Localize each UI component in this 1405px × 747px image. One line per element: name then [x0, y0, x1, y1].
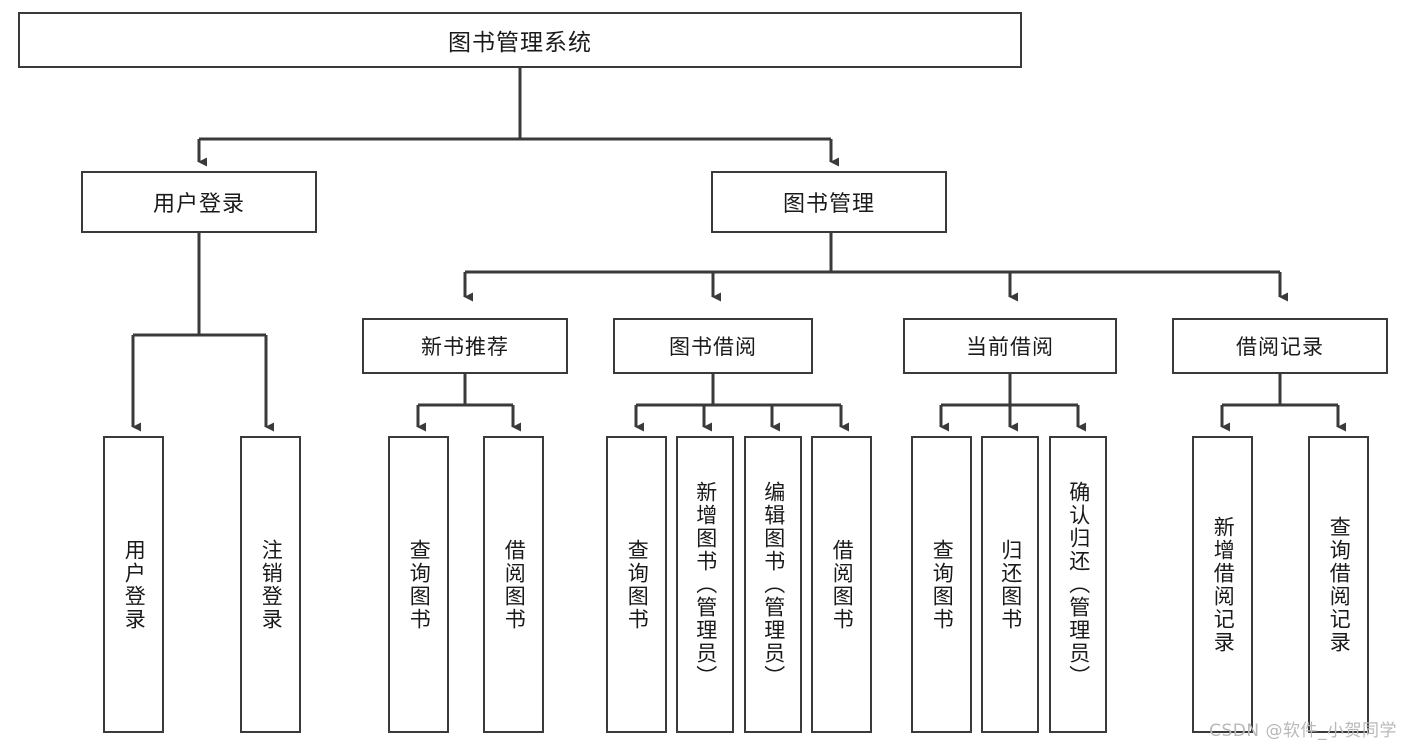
node-current-borrow[interactable]: 当前借阅	[903, 318, 1117, 374]
node-new-book-recommend-label: 新书推荐	[421, 335, 509, 359]
node-leaf-add-record-label: 新增借阅记录	[1211, 515, 1236, 654]
node-book-borrow[interactable]: 图书借阅	[613, 318, 813, 374]
node-current-borrow-label: 当前借阅	[966, 335, 1054, 359]
node-leaf-borrow-book-2-label: 借阅图书	[830, 538, 855, 631]
node-leaf-query-book-2[interactable]: 查询图书	[606, 436, 667, 733]
node-leaf-query-record-label: 查询借阅记录	[1327, 515, 1352, 654]
node-borrow-record[interactable]: 借阅记录	[1172, 318, 1388, 374]
node-leaf-edit-book[interactable]: 编辑图书（管理员）	[744, 436, 802, 733]
node-borrow-record-label: 借阅记录	[1236, 335, 1324, 359]
node-book-manage-label: 图书管理	[782, 192, 875, 217]
node-leaf-query-book-1[interactable]: 查询图书	[388, 436, 449, 733]
node-leaf-logout-login[interactable]: 注销登录	[240, 436, 301, 733]
node-root[interactable]: 图书管理系统	[18, 12, 1022, 68]
node-leaf-query-book-3-label: 查询图书	[930, 538, 955, 631]
node-leaf-query-book-3[interactable]: 查询图书	[911, 436, 972, 733]
node-leaf-return-book-label: 归还图书	[998, 538, 1023, 631]
node-leaf-query-book-2-label: 查询图书	[625, 538, 650, 631]
node-user-login[interactable]: 用户登录	[81, 171, 317, 233]
node-leaf-user-login[interactable]: 用户登录	[103, 436, 164, 733]
node-leaf-add-record[interactable]: 新增借阅记录	[1192, 436, 1253, 733]
node-leaf-logout-login-label: 注销登录	[259, 538, 284, 631]
node-leaf-borrow-book-1[interactable]: 借阅图书	[483, 436, 544, 733]
node-leaf-add-book[interactable]: 新增图书（管理员）	[676, 436, 734, 733]
node-leaf-confirm-return-label: 确认归还（管理员）	[1066, 481, 1091, 688]
node-book-manage[interactable]: 图书管理	[711, 171, 947, 233]
node-leaf-user-login-label: 用户登录	[122, 538, 147, 631]
node-user-login-label: 用户登录	[152, 192, 245, 217]
node-leaf-borrow-book-2[interactable]: 借阅图书	[811, 436, 872, 733]
node-leaf-query-record[interactable]: 查询借阅记录	[1308, 436, 1369, 733]
node-new-book-recommend[interactable]: 新书推荐	[362, 318, 568, 374]
node-leaf-edit-book-label: 编辑图书（管理员）	[761, 481, 786, 688]
watermark-text: CSDN @软件_小贺同学	[1209, 721, 1397, 741]
node-leaf-confirm-return[interactable]: 确认归还（管理员）	[1049, 436, 1107, 733]
node-book-borrow-label: 图书借阅	[669, 335, 757, 359]
node-leaf-return-book[interactable]: 归还图书	[981, 436, 1039, 733]
node-leaf-query-book-1-label: 查询图书	[407, 538, 432, 631]
node-leaf-borrow-book-1-label: 借阅图书	[502, 538, 527, 631]
node-root-label: 图书管理系统	[448, 30, 592, 56]
node-leaf-add-book-label: 新增图书（管理员）	[693, 481, 718, 688]
